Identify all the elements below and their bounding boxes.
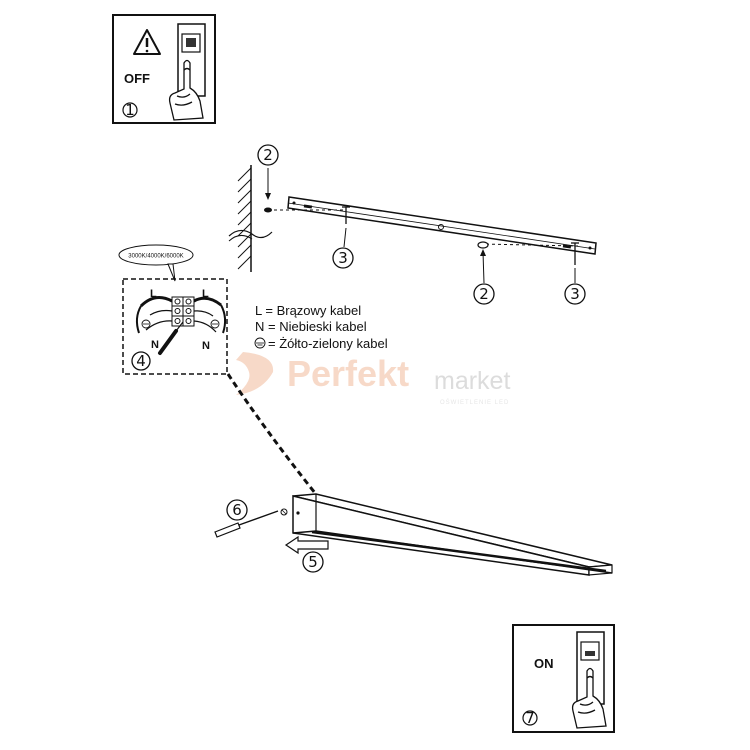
step-4-badge <box>131 351 151 371</box>
mounting-bracket <box>268 196 597 255</box>
warning-icon <box>133 29 161 55</box>
terminal-L-right: L <box>202 288 209 300</box>
color-temperature-label: 3000K/4000K/6000K <box>128 254 183 260</box>
svg-text:5: 5 <box>308 553 318 571</box>
step-4-wiring-detail: 3000K/4000K/6000K L L <box>118 244 228 375</box>
ground-symbol-right <box>210 319 220 329</box>
hand-icon <box>168 59 204 121</box>
color-temperature-bubble: 3000K/4000K/6000K <box>118 244 194 282</box>
svg-text:2: 2 <box>263 146 273 164</box>
step-2-callout-bottom: 2 <box>473 283 495 305</box>
terminal-N-left: N <box>151 339 159 351</box>
step-1-power-off-panel: OFF 1 <box>112 14 216 124</box>
wire-brown-left <box>139 295 173 308</box>
screwdriver-small-icon <box>158 321 184 355</box>
detail-leader-line <box>226 373 317 494</box>
svg-text:2: 2 <box>479 285 489 303</box>
supply-cable <box>228 229 273 239</box>
step-1-number: 1 <box>125 101 135 119</box>
step-2-callout-top: 2 <box>257 144 279 166</box>
terminal-N-right: N <box>202 340 210 352</box>
screwdriver-icon <box>214 510 279 538</box>
watermark-tagline: OŚWIETLENIE LED <box>440 398 509 406</box>
step-7-power-on-panel: ON 7 <box>512 624 615 733</box>
terminal-L-left: L <box>150 288 157 300</box>
svg-text:3: 3 <box>338 249 348 267</box>
end-cap-screw <box>280 508 288 516</box>
off-label: OFF <box>124 71 150 86</box>
wire-pe-right <box>193 310 214 317</box>
wire-blue-left <box>145 320 173 331</box>
legend-yellow-green-cable: = Żółto-zielony kabel <box>268 336 388 351</box>
ground-icon <box>254 337 266 349</box>
legend-blue-cable: N = Niebieski kabel <box>255 319 367 334</box>
cable-legend: L = Brązowy kabel N = Niebieski kabel = … <box>254 303 388 351</box>
watermark-brand-suffix: market <box>434 367 510 395</box>
watermark-brand: Perfekt <box>287 353 409 394</box>
step-4-number: 4 <box>136 352 146 370</box>
screw-left <box>342 206 350 224</box>
on-label: ON <box>534 656 554 671</box>
terminal-block <box>171 296 195 327</box>
wall <box>228 165 273 272</box>
wall-plug-left <box>264 207 272 213</box>
step-3-callout-left: 3 <box>332 247 354 269</box>
watermark-flame-icon <box>236 352 274 395</box>
linear-luminaire <box>292 493 613 576</box>
watermark: Perfekt market OŚWIETLENIE LED <box>236 352 510 406</box>
wire-blue-right <box>193 320 217 333</box>
step-3-callout-right: 3 <box>564 283 586 305</box>
legend-brown-cable: L = Brązowy kabel <box>255 303 361 318</box>
step-7-badge <box>522 710 538 726</box>
ground-symbol-left <box>141 319 151 329</box>
wall-plug-right <box>477 241 489 249</box>
svg-text:6: 6 <box>232 501 242 519</box>
wire-brown-right <box>193 296 222 307</box>
screw-right <box>571 242 579 265</box>
hand-icon <box>571 667 607 729</box>
svg-text:3: 3 <box>570 285 580 303</box>
step-7-number: 7 <box>525 709 535 727</box>
step-6-callout: 6 <box>226 499 248 521</box>
step-1-badge <box>122 102 138 118</box>
wire-pe-left <box>149 309 173 316</box>
step-5-callout: 5 <box>302 551 324 573</box>
slide-arrow <box>284 535 329 555</box>
